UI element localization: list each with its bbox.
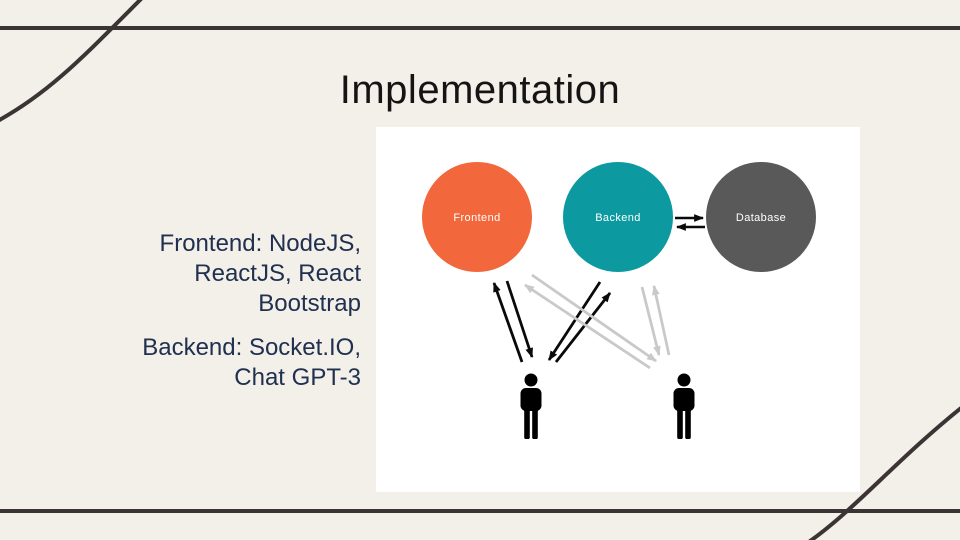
page-title: Implementation bbox=[339, 68, 621, 112]
node-frontend: Frontend bbox=[422, 162, 532, 272]
edge-backend-user1 bbox=[547, 281, 612, 363]
text-line: ReactJS, React bbox=[194, 260, 361, 287]
edge-frontend-user1 bbox=[492, 280, 534, 363]
frontend-circle bbox=[422, 162, 532, 272]
edge-backend-user2 bbox=[640, 284, 671, 357]
backend-circle bbox=[563, 162, 673, 272]
node-backend: Backend bbox=[563, 162, 673, 272]
user-icon bbox=[520, 373, 542, 439]
text-line: Frontend: NodeJS, bbox=[159, 230, 361, 257]
text-line: Bootstrap bbox=[258, 290, 361, 317]
backend-label: Backend bbox=[595, 212, 641, 224]
frontend-stack-paragraph: Frontend: NodeJS, ReactJS, React Bootstr… bbox=[91, 229, 361, 319]
database-circle bbox=[706, 162, 816, 272]
node-database: Database bbox=[706, 162, 816, 272]
text-line: Chat GPT-3 bbox=[234, 364, 361, 391]
architecture-diagram-panel: Frontend Backend Database bbox=[376, 127, 860, 492]
frontend-label: Frontend bbox=[453, 212, 500, 224]
database-label: Database bbox=[736, 212, 786, 224]
edge-backend-database bbox=[675, 214, 705, 231]
backend-stack-paragraph: Backend: Socket.IO, Chat GPT-3 bbox=[91, 333, 361, 393]
text-line: Backend: Socket.IO, bbox=[142, 334, 361, 361]
body-text-block: Frontend: NodeJS, ReactJS, React Bootstr… bbox=[91, 229, 361, 393]
edge-frontend-user2 bbox=[524, 273, 657, 370]
user-icon bbox=[673, 373, 695, 439]
